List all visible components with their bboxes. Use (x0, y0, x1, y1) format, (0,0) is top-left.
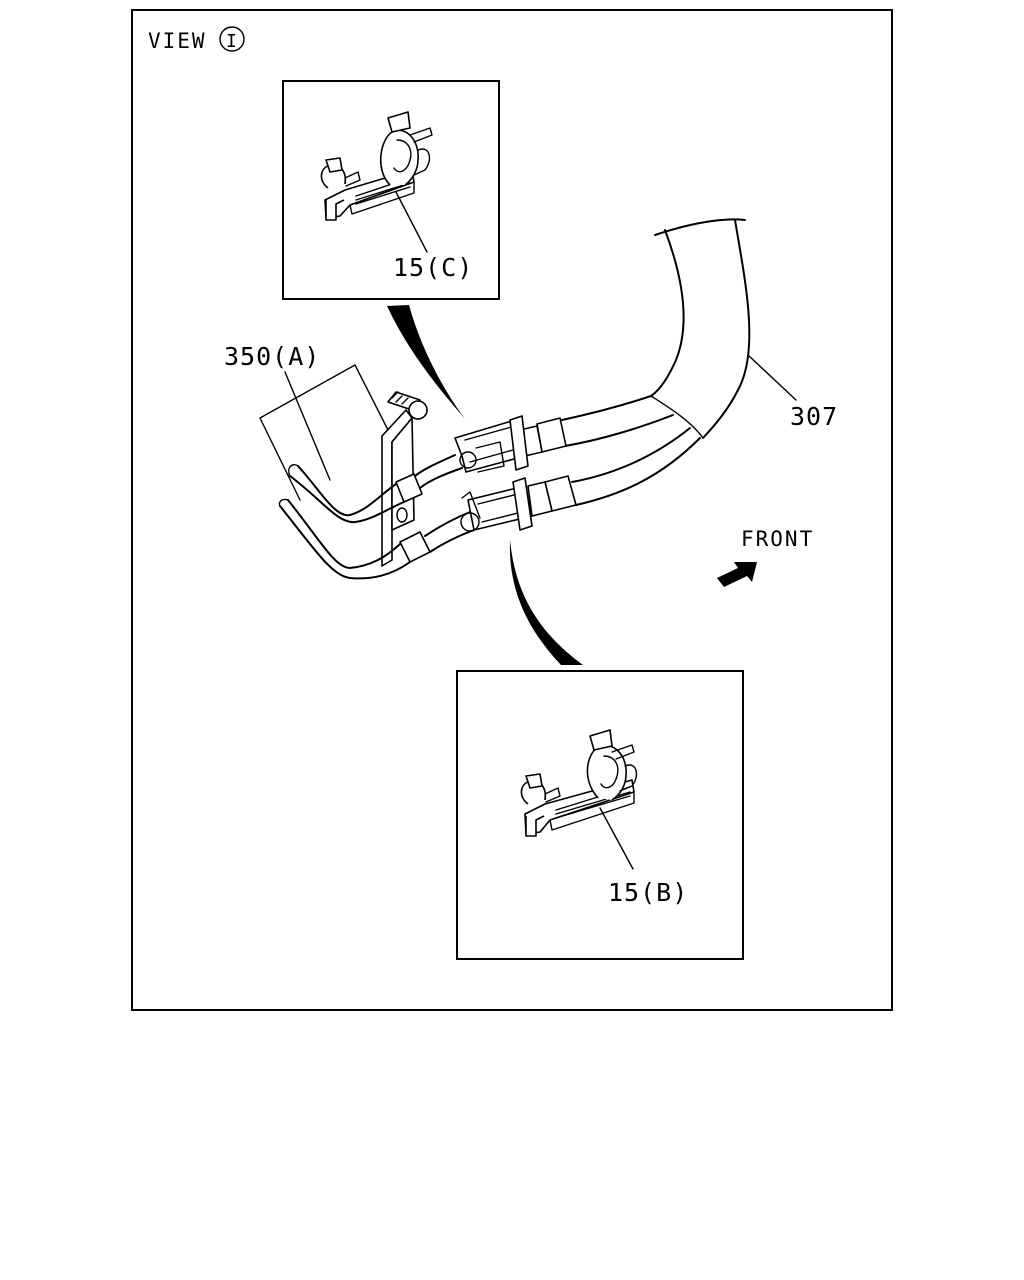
front-label: FRONT (741, 527, 814, 551)
pointer-b (509, 540, 583, 665)
clip-c-leader (395, 191, 428, 253)
tube-350-upper (414, 454, 456, 477)
detail-inset-b: 15(B) (456, 670, 744, 960)
hose-label: 307 (790, 402, 838, 431)
diagram-frame (131, 9, 893, 1011)
pointer-c (387, 305, 465, 419)
inset-b-frame (456, 670, 744, 960)
view-label: VIEW (148, 29, 207, 53)
view-marker-circle (219, 26, 245, 52)
hose-leader (747, 354, 797, 401)
inset-c-frame (282, 80, 500, 300)
clip-b-drawing (520, 729, 638, 837)
tube-a-leader (259, 364, 389, 501)
clip-b-leader (599, 807, 634, 870)
hose-307-outer (654, 218, 746, 236)
clip-c-drawing (320, 111, 433, 221)
clip-b-label: 15(B) (608, 878, 688, 907)
front-arrow-icon (717, 562, 757, 587)
main-assembly (259, 218, 751, 580)
view-title: VIEW I (148, 26, 245, 53)
clip-c-label: 15(C) (393, 253, 473, 282)
view-marker: I (226, 31, 239, 52)
tube-a-label: 350(A) (224, 342, 320, 371)
detail-inset-c: 15(C) (282, 80, 500, 300)
